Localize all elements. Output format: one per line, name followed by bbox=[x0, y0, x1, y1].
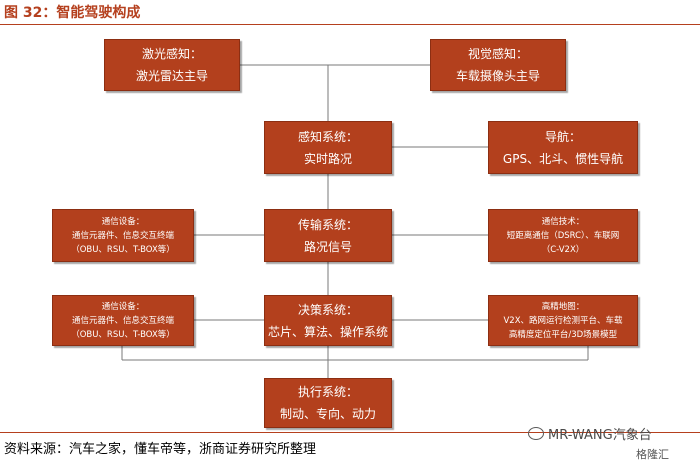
transmission-system-detail: 路况信号 bbox=[303, 239, 352, 254]
comm-device-detail: 通信元器件、信息交互终端 bbox=[71, 315, 174, 326]
navigation-detail: GPS、北斗、惯性导航 bbox=[502, 151, 624, 166]
lidar-perception-heading: 激光感知： bbox=[141, 47, 202, 61]
vision-perception-detail: 车载摄像头主导 bbox=[455, 69, 540, 83]
execution-system-heading: 执行系统： bbox=[297, 385, 358, 399]
comm-technology-box: 通信技术： 短距离通信（DSRC）、车联网 （C-V2X） bbox=[488, 209, 638, 262]
comm-device-examples: （OBU、RSU、T-BOX等） bbox=[71, 329, 175, 340]
watermark-secondary: 格隆汇 bbox=[636, 448, 669, 461]
top-divider bbox=[0, 24, 700, 25]
hd-map-heading: 高精地图： bbox=[541, 301, 585, 312]
comm-technology-examples: （C-V2X） bbox=[541, 244, 585, 255]
navigation-box: 导航： GPS、北斗、惯性导航 bbox=[488, 121, 638, 174]
hd-map-platform: 高精度定位平台/3D场景模型 bbox=[508, 329, 618, 340]
perception-system-box: 感知系统： 实时路况 bbox=[264, 121, 392, 174]
lidar-perception-detail: 激光雷达主导 bbox=[135, 69, 208, 83]
comm-device-detail: 通信元器件、信息交互终端 bbox=[71, 230, 174, 241]
navigation-heading: 导航： bbox=[544, 129, 581, 144]
comm-device-heading: 通信设备： bbox=[101, 301, 145, 312]
decision-system-heading: 决策系统： bbox=[297, 302, 358, 317]
figure-title: 图 32：智能驾驶构成 bbox=[4, 5, 141, 21]
watermark: MR-WANG汽象台 bbox=[528, 424, 652, 443]
comm-technology-heading: 通信技术： bbox=[541, 216, 585, 227]
hd-map-box: 高精地图： V2X、路网运行检测平台、车载 高精度定位平台/3D场景模型 bbox=[488, 295, 638, 346]
watermark-text: MR-WANG汽象台 bbox=[548, 428, 652, 443]
comm-device-box-lower: 通信设备： 通信元器件、信息交互终端 （OBU、RSU、T-BOX等） bbox=[52, 295, 194, 346]
comm-device-box-upper: 通信设备： 通信元器件、信息交互终端 （OBU、RSU、T-BOX等） bbox=[52, 209, 194, 262]
vision-perception-heading: 视觉感知： bbox=[467, 47, 528, 61]
source-note: 资料来源：汽车之家，懂车帝等，浙商证券研究所整理 bbox=[4, 442, 317, 457]
lidar-perception-box: 激光感知： 激光雷达主导 bbox=[104, 39, 240, 91]
execution-system-box: 执行系统： 制动、专向、动力 bbox=[264, 378, 392, 428]
comm-device-examples: （OBU、RSU、T-BOX等） bbox=[71, 244, 175, 255]
vision-perception-box: 视觉感知： 车载摄像头主导 bbox=[430, 39, 566, 91]
comm-technology-detail: 短距离通信（DSRC）、车联网 bbox=[506, 230, 620, 241]
perception-system-detail: 实时路况 bbox=[303, 151, 352, 166]
decision-system-detail: 芯片、算法、操作系统 bbox=[267, 324, 388, 339]
wechat-icon bbox=[528, 427, 544, 440]
comm-device-heading: 通信设备： bbox=[101, 216, 145, 227]
hd-map-detail: V2X、路网运行检测平台、车载 bbox=[503, 315, 623, 326]
execution-system-detail: 制动、专向、动力 bbox=[279, 407, 376, 421]
transmission-system-box: 传输系统： 路况信号 bbox=[264, 209, 392, 262]
bottom-divider bbox=[0, 432, 700, 433]
perception-system-heading: 感知系统： bbox=[297, 129, 358, 144]
decision-system-box: 决策系统： 芯片、算法、操作系统 bbox=[264, 295, 392, 346]
transmission-system-heading: 传输系统： bbox=[297, 217, 358, 232]
